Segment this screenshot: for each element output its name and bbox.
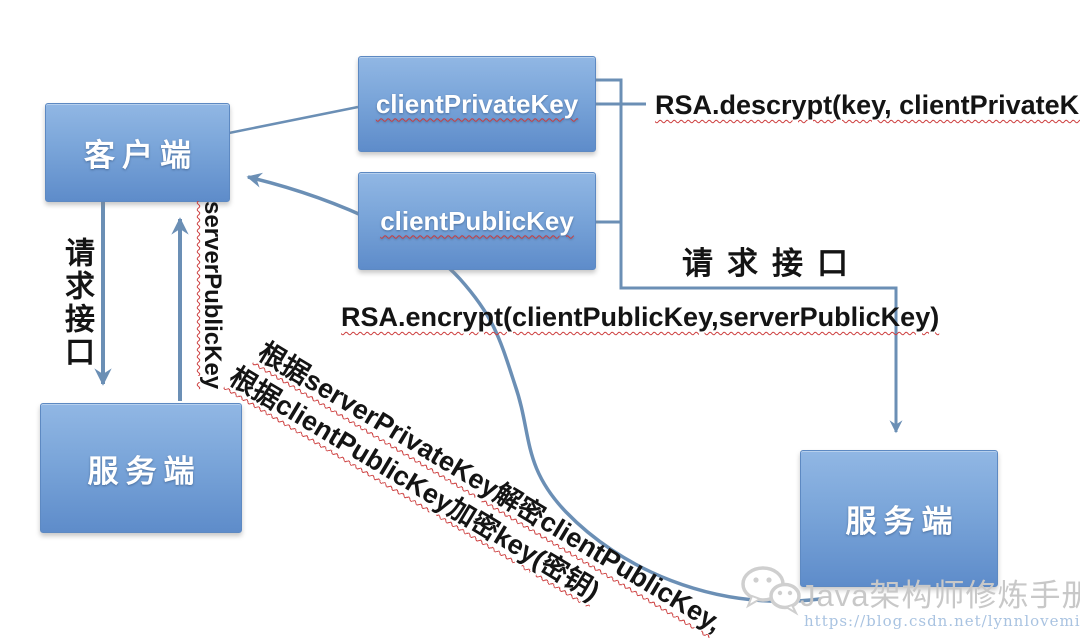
server-right-node-label: 服务端 (845, 504, 960, 539)
request-api-right-label: 请求接口 (682, 246, 862, 281)
client-node: 客户端 (45, 103, 230, 202)
client-private-key-label: clientPrivateKey (375, 88, 579, 119)
bracket-keys-to-right-server (594, 78, 903, 434)
client-private-key-node: clientPrivateKey (358, 56, 596, 152)
watermark-brand: Java架构师修炼手册 (800, 578, 1080, 613)
watermark-url: https://blog.csdn.net/lynnlovemin (804, 612, 1080, 630)
server-left-node-label: 服务端 (87, 453, 202, 489)
rsa-decrypt-label: RSA.descrypt(key, clientPrivateKey) (655, 90, 1080, 120)
wechat-icon (741, 566, 801, 616)
server-right-node: 服务端 (800, 450, 998, 587)
rsa-encrypt-label: RSA.encrypt(clientPublicKey,serverPublic… (341, 302, 940, 332)
server-public-key-label: serverPublicKey (199, 201, 226, 390)
client-node-label: 客户端 (84, 138, 198, 173)
line-client-to-private-key (228, 105, 359, 135)
client-public-key-label: clientPublicKey (380, 205, 574, 236)
server-left-node: 服务端 (40, 403, 242, 533)
request-api-left-label: 请求接口 (60, 237, 93, 369)
client-public-key-node: clientPublicKey (358, 172, 596, 270)
